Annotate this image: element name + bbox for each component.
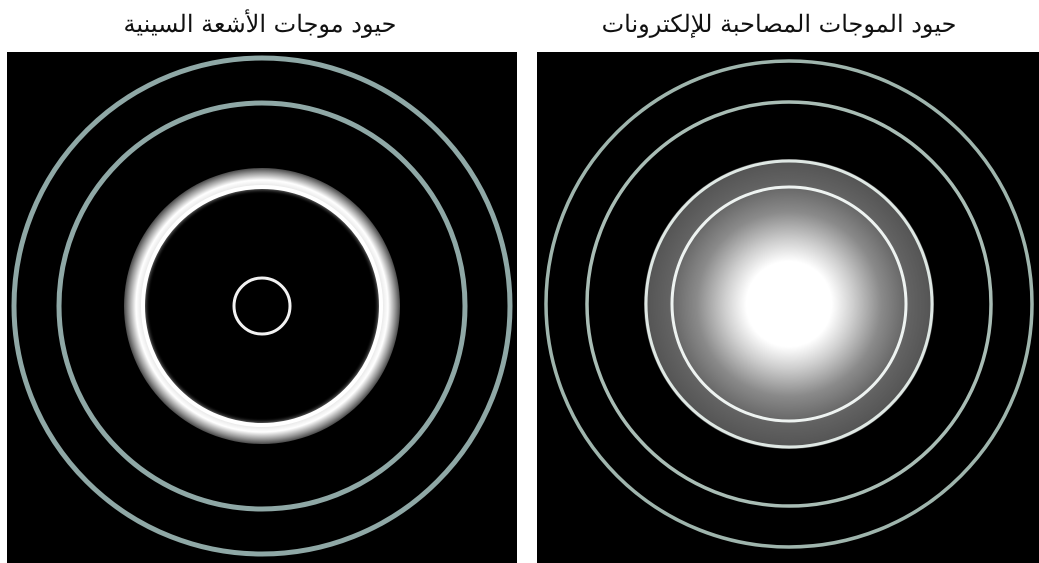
xray-diffraction-caption: حيود موجات الأشعة السينية — [0, 4, 520, 44]
electron-diffraction-caption: حيود الموجات المصاحبة للإلكترونات — [519, 4, 1039, 44]
xray-diffraction-pattern — [7, 52, 517, 563]
electron-diffraction-svg — [537, 52, 1039, 563]
xray-glow-band — [124, 168, 400, 444]
xray-diffraction-svg — [7, 52, 517, 563]
electron-diffraction-pattern — [537, 52, 1039, 563]
